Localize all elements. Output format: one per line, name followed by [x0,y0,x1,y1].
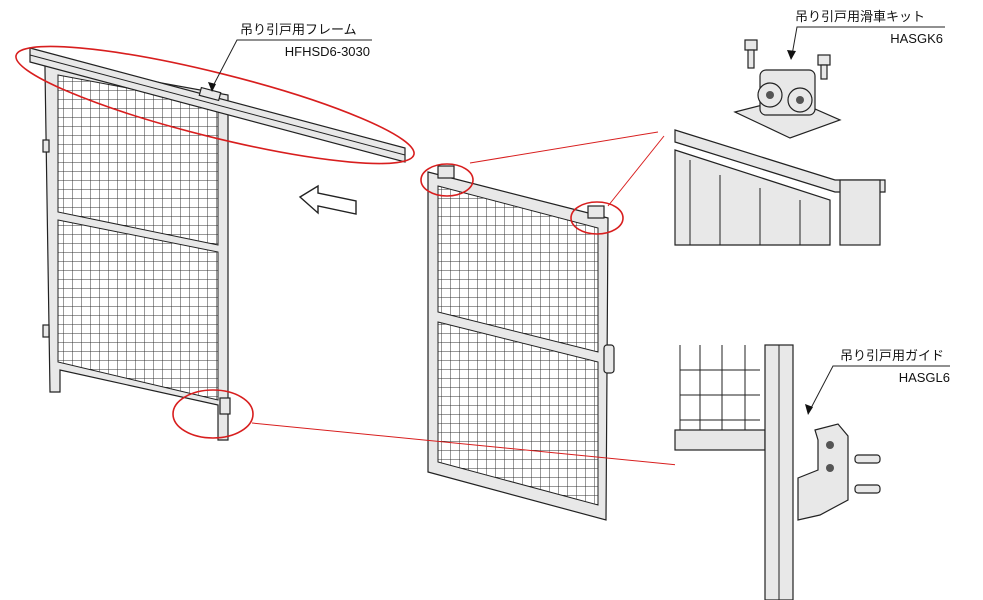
pulley-kit-label: 吊り引戸用滑車キット HASGK6 [787,10,945,60]
frame-label-code: HFHSD6-3030 [285,44,370,59]
callout-line [607,135,665,207]
frame-label: 吊り引戸用フレーム HFHSD6-3030 [208,23,372,92]
left-door-assembly [42,61,231,441]
callout-line [251,422,679,466]
pulley-highlight-ellipse-right [570,201,624,235]
guide-detail [674,344,881,600]
pulley-kit-label-code: HASGK6 [890,31,943,46]
guide-label-title: 吊り引戸用ガイド [840,349,944,364]
top-rail-frame [29,47,406,163]
callout-line [469,131,659,164]
pulley-highlight-ellipse-left [420,163,474,197]
right-door-assembly [427,165,615,521]
guide-highlight-ellipse [172,389,254,439]
slide-direction-arrow-icon [298,184,357,215]
frame-label-title: 吊り引戸用フレーム [240,23,357,38]
guide-label-code: HASGL6 [899,370,950,385]
frame-highlight-ellipse [15,45,415,165]
pulley-kit-label-title: 吊り引戸用滑車キット [795,10,925,25]
guide-label: 吊り引戸用ガイド HASGL6 [805,349,950,415]
pulley-kit-detail [674,39,886,248]
